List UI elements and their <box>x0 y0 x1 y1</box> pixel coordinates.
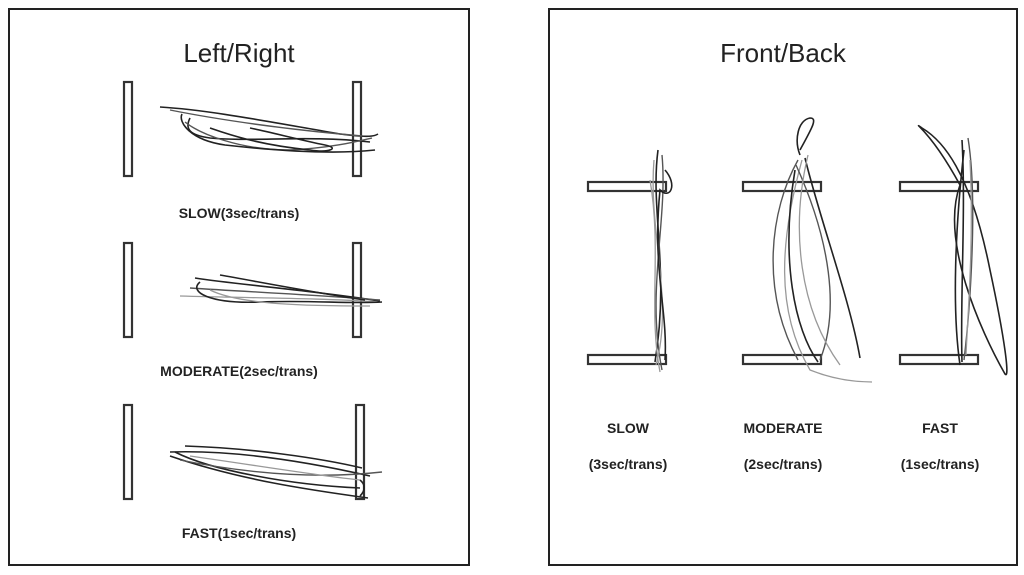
fast-trajectory <box>169 445 383 499</box>
moderate-fb-rate: (2sec/trans) <box>743 456 823 472</box>
right-target-bar-fast <box>354 403 366 501</box>
front-target-bar-fast <box>898 180 980 193</box>
left-target-bar-moderate <box>122 241 134 339</box>
moderate-trajectory <box>179 274 383 307</box>
front-back-panel: Front/Back <box>548 8 1018 566</box>
left-target-bar-fast <box>122 403 134 501</box>
moderate-fb-trajectory <box>772 117 873 383</box>
front-target-bar-slow <box>586 180 668 193</box>
moderate-fb-label: MODERATE <box>743 420 823 436</box>
left-right-title: Left/Right <box>183 38 295 68</box>
left-target-bar-slow <box>122 80 134 178</box>
front-back-title: Front/Back <box>720 38 846 68</box>
fast-caption: FAST(1sec/trans) <box>181 525 297 541</box>
left-right-panel: Left/Right <box>8 8 470 566</box>
front-target-bar-moderate <box>741 180 823 193</box>
moderate-caption: MODERATE(2sec/trans) <box>160 363 318 379</box>
back-target-bar-moderate <box>741 353 823 366</box>
left-right-trajectories <box>122 80 383 501</box>
back-target-bar-slow <box>586 353 668 366</box>
back-target-bar-fast <box>898 353 980 366</box>
front-back-trajectories <box>586 117 1008 383</box>
right-target-bar-moderate <box>351 241 363 339</box>
slow-fb-rate: (3sec/trans) <box>588 456 668 472</box>
slow-trajectory <box>159 106 379 153</box>
slow-fb-trajectory <box>649 149 673 373</box>
fast-fb-trajectory <box>917 124 1008 376</box>
slow-caption: SLOW(3sec/trans) <box>178 205 300 221</box>
fast-fb-rate: (1sec/trans) <box>900 456 980 472</box>
right-target-bar-slow <box>351 80 363 178</box>
fast-fb-label: FAST <box>922 420 958 436</box>
slow-fb-label: SLOW <box>607 420 649 436</box>
